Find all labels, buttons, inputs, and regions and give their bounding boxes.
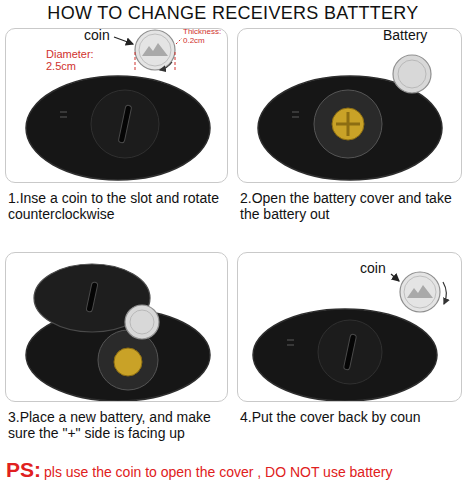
dimension-line xyxy=(176,38,182,44)
step-caption: 3.Place a new battery, and make sure the… xyxy=(8,409,213,441)
dimension-line xyxy=(175,52,176,72)
coin-battery xyxy=(393,55,431,93)
coin-figure xyxy=(114,30,182,72)
battery-contact xyxy=(114,348,142,376)
receiver-figure xyxy=(258,55,442,180)
receiver-figure xyxy=(26,76,210,180)
receiver-body xyxy=(26,76,210,180)
contact-cutout xyxy=(336,112,360,136)
coin-label: coin xyxy=(360,261,386,276)
coin-rim xyxy=(139,34,171,66)
battery-label: Battery xyxy=(383,28,427,43)
receiver-body xyxy=(253,309,437,401)
note-line: PS:pls use the coin to open the cover , … xyxy=(6,458,392,481)
step-caption: 2.Open the battery cover and take the ba… xyxy=(240,190,455,222)
vent xyxy=(60,116,67,118)
vent xyxy=(287,344,294,346)
vent xyxy=(60,111,67,113)
instruction-panel: 3.Place a new battery, and make sure the… xyxy=(5,252,228,441)
battery-recess xyxy=(98,330,158,390)
rotation-arrow xyxy=(160,62,172,70)
dimension-label: Thickness: 0.2cm xyxy=(183,28,226,46)
instruction-panel: 2.Open the battery cover and take the ba… xyxy=(237,28,462,222)
coin xyxy=(135,30,175,70)
receiver-figure xyxy=(253,272,446,401)
instruction-panel: 1.Inse a coin to the slot and rotate cou… xyxy=(5,28,228,222)
step-caption: 1.Inse a coin to the slot and rotate cou… xyxy=(8,190,223,222)
coin-battery xyxy=(125,305,159,339)
coin-relief xyxy=(407,285,433,298)
coin-rim xyxy=(404,276,436,308)
receiver-figure xyxy=(26,264,210,401)
panel-frame xyxy=(237,252,462,402)
battery-cover xyxy=(91,90,159,158)
leader-arrow xyxy=(114,37,133,44)
coin-relief xyxy=(142,43,168,56)
panel-frame xyxy=(5,28,228,183)
battery-rim xyxy=(398,60,426,88)
panel-frame xyxy=(237,28,462,183)
battery-recess xyxy=(314,90,382,158)
leader-arrow xyxy=(391,274,399,281)
battery-contact xyxy=(332,108,364,140)
step-caption: 4.Put the cover back by coun xyxy=(240,409,455,425)
note-prefix: PS: xyxy=(6,458,41,481)
coin-label: coin xyxy=(84,28,110,43)
instruction-panel: 4.Put the cover back by coun xyxy=(237,252,462,425)
battery-cover xyxy=(318,320,382,384)
dimension-label: Diameter: 2.5cm xyxy=(46,48,104,72)
vent xyxy=(287,339,294,341)
title: HOW TO CHANGE RECEIVERS BATTTERY xyxy=(0,1,466,25)
battery-rim xyxy=(130,310,154,334)
vent xyxy=(292,116,299,118)
note-text: pls use the coin to open the cover , DO … xyxy=(44,465,392,480)
panel-frame xyxy=(5,252,228,402)
coin-slot xyxy=(118,105,132,143)
vent xyxy=(292,111,299,113)
dimension-line xyxy=(135,52,136,72)
coin-slot xyxy=(86,282,98,313)
coin xyxy=(400,272,440,312)
coin-slot xyxy=(343,334,356,370)
rotation-arrow xyxy=(443,282,446,304)
